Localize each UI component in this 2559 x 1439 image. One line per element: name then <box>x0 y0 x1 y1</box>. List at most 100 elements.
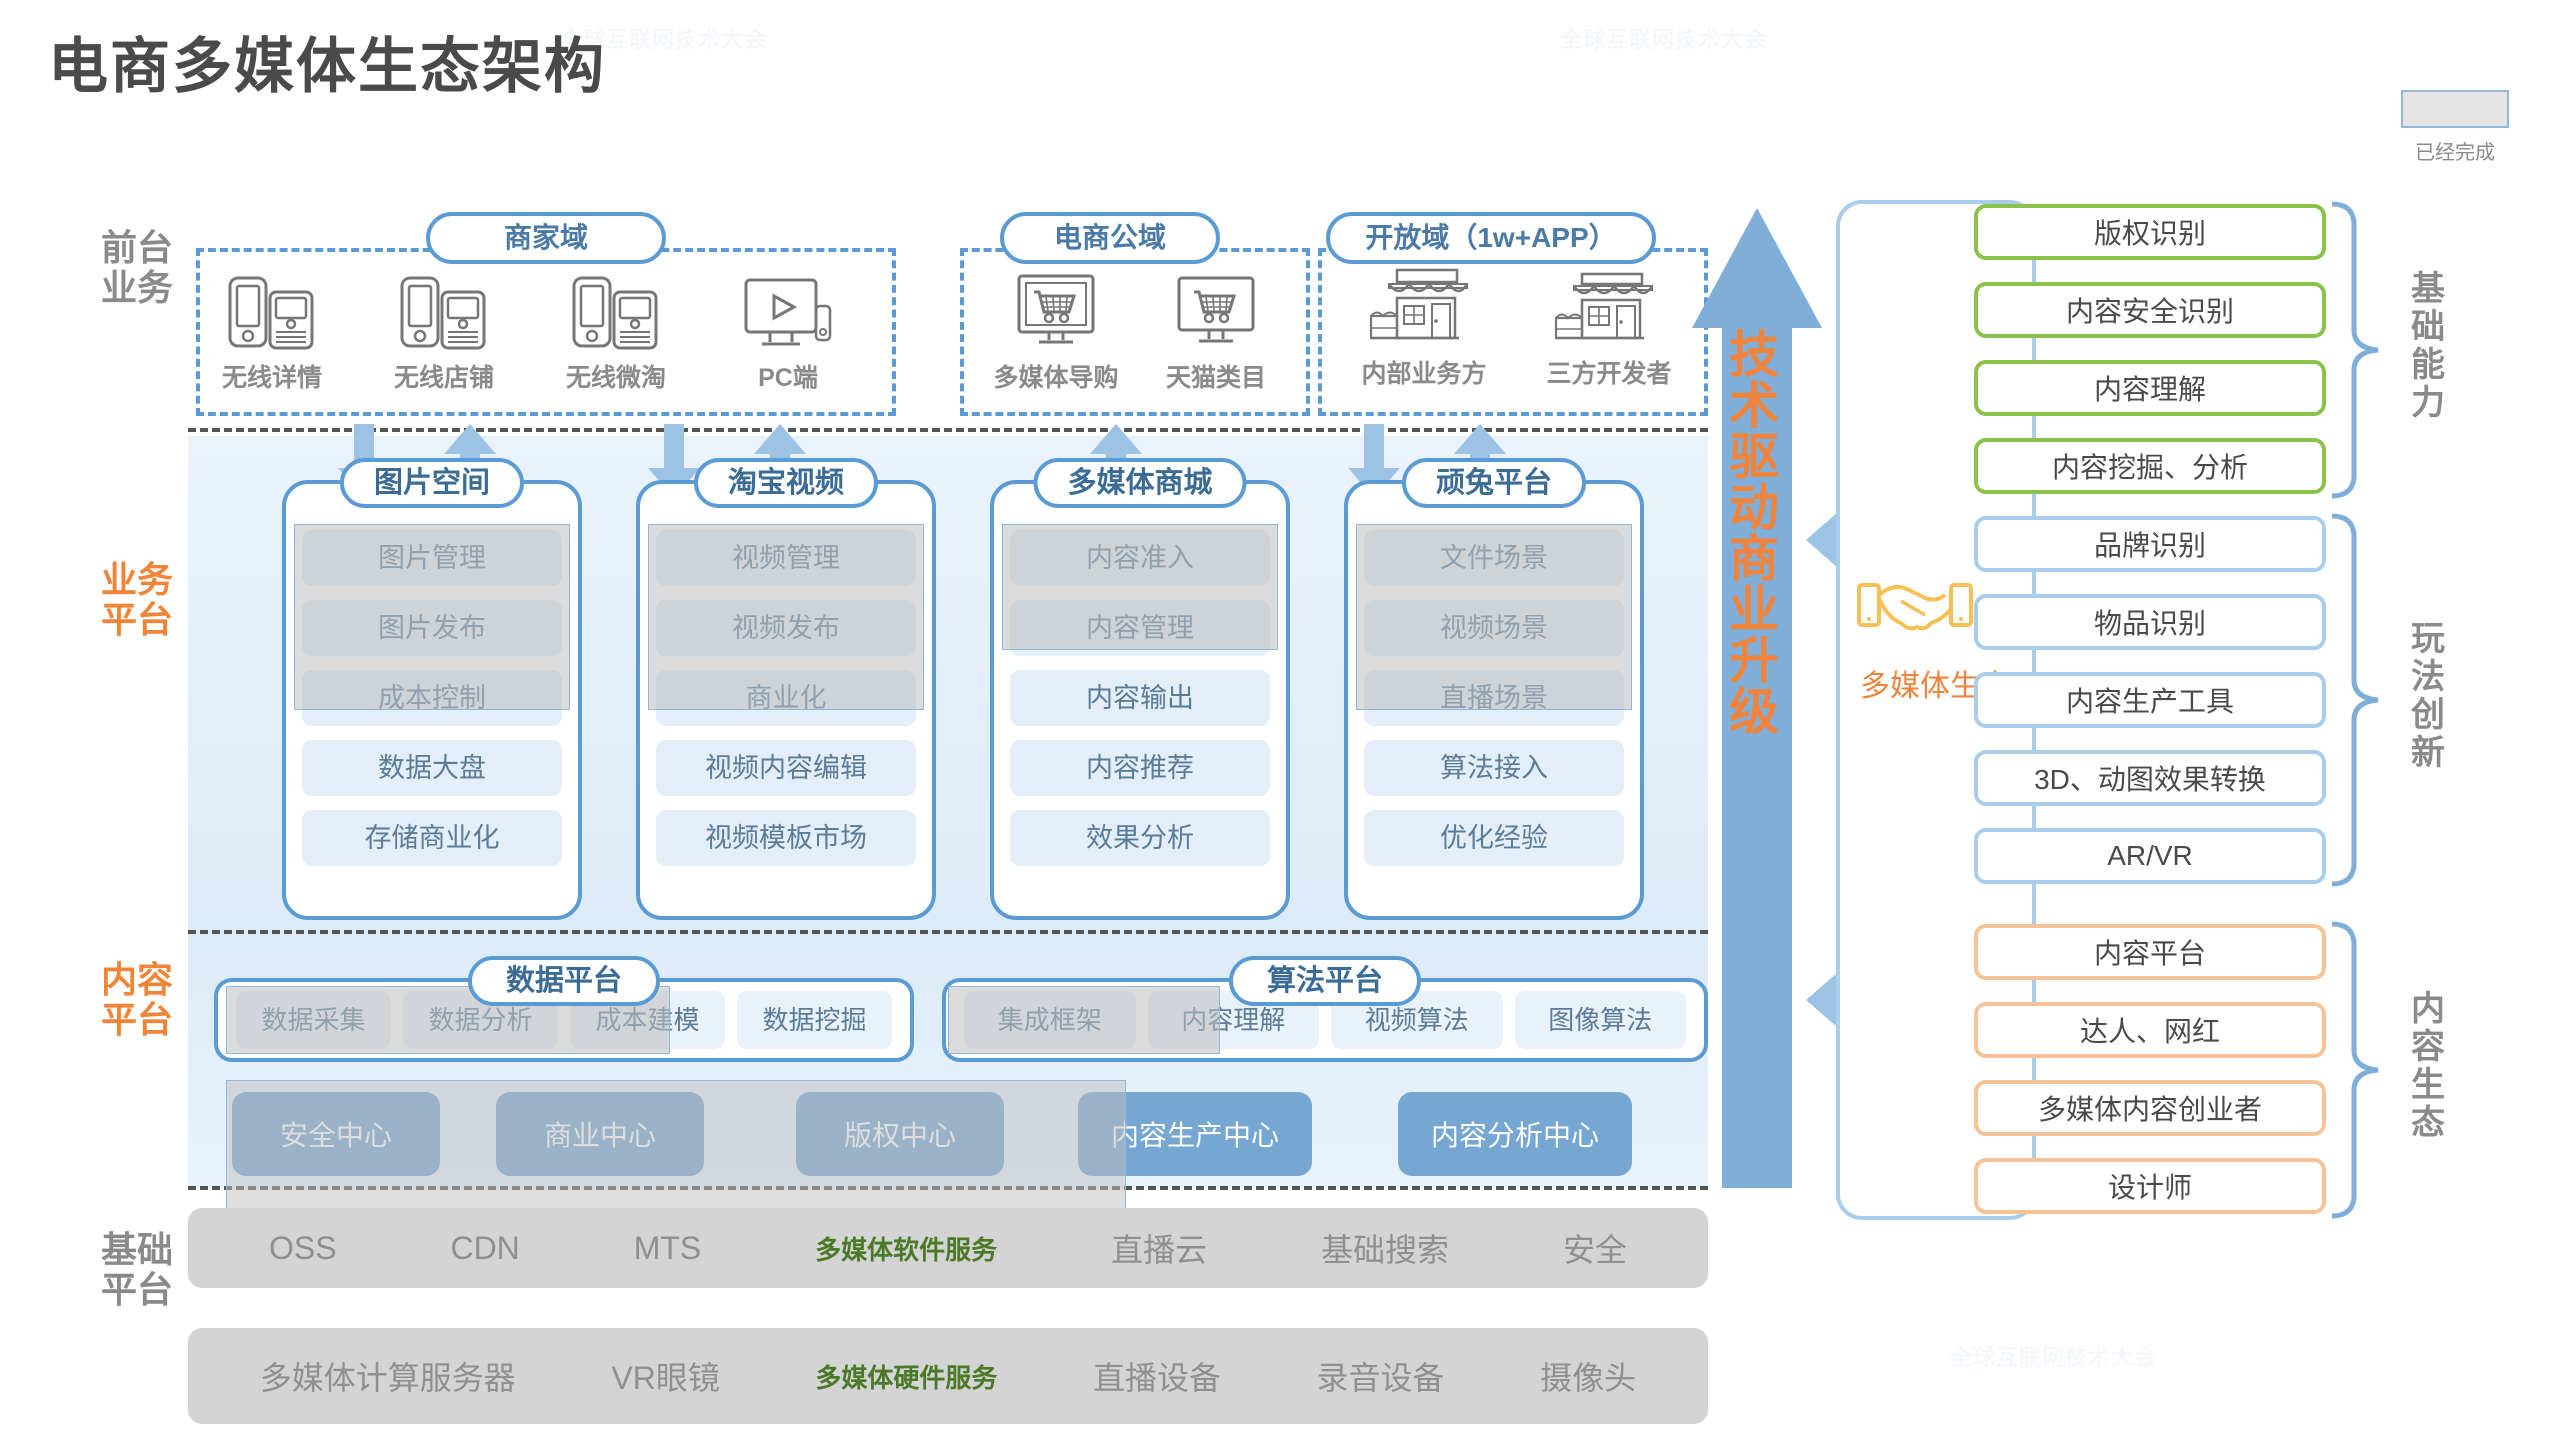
center-content-analysis[interactable]: 内容分析中心 <box>1398 1092 1632 1176</box>
domain-title-open: 开放域（1w+APP） <box>1326 212 1656 264</box>
capability-content-safety[interactable]: 内容安全识别 <box>1974 282 2326 338</box>
base-row-hardware: 多媒体计算服务器 VR眼镜 多媒体硬件服务 直播设备 录音设备 摄像头 <box>188 1328 1708 1424</box>
mobile-phones-icon <box>212 270 332 352</box>
legend: 已经完成 <box>2370 90 2540 165</box>
biz-item[interactable]: 内容推荐 <box>1010 740 1270 796</box>
page-title: 电商多媒体生态架构 <box>48 33 606 100</box>
device-internal-business[interactable]: 内部业务方 <box>1334 266 1514 390</box>
storefront-icon <box>1334 266 1514 348</box>
tier-label-business-platform: 业务平台 <box>100 559 173 641</box>
base-cell[interactable]: CDN <box>450 1229 520 1266</box>
device-label: 三方开发者 <box>1546 360 1672 388</box>
base-cell-highlight[interactable]: 多媒体软件服务 <box>815 1234 998 1265</box>
device-row-public: 多媒体导购 天猫类目 <box>976 270 1296 394</box>
completed-overlay-taobao-video <box>648 524 924 710</box>
device-label: 天猫类目 <box>1165 364 1266 392</box>
base-cell[interactable]: 安全 <box>1562 1232 1627 1268</box>
biz-item[interactable]: 数据大盘 <box>302 740 562 796</box>
base-cell[interactable]: 直播设备 <box>1092 1360 1221 1396</box>
device-row-open: 内部业务方 三方开发者 <box>1334 266 1704 390</box>
base-cell[interactable]: 多媒体计算服务器 <box>259 1360 516 1396</box>
device-multimedia-guide[interactable]: 多媒体导购 <box>976 270 1136 394</box>
biz-item[interactable]: 效果分析 <box>1010 810 1270 866</box>
capability-content-mining-analysis[interactable]: 内容挖掘、分析 <box>1974 438 2326 494</box>
biz-item[interactable]: 存储商业化 <box>302 810 562 866</box>
biz-item[interactable]: 视频内容编辑 <box>656 740 916 796</box>
completed-overlay-multimedia-mall <box>1002 524 1278 650</box>
capability-copyright-recognition[interactable]: 版权识别 <box>1974 204 2326 260</box>
watermark: 全球互联网技术大会 <box>1560 27 1768 52</box>
legend-swatch-completed <box>2401 90 2509 128</box>
capability-influencers[interactable]: 达人、网红 <box>1974 1002 2326 1058</box>
base-cell[interactable]: 录音设备 <box>1316 1360 1445 1396</box>
tech-driven-arrow <box>1692 208 1822 1188</box>
device-tmall-category[interactable]: 天猫类目 <box>1136 270 1296 394</box>
device-pc[interactable]: PC端 <box>728 270 848 394</box>
biz-item[interactable]: 视频模板市场 <box>656 810 916 866</box>
separator-business-content <box>188 930 1708 934</box>
completed-overlay-wantu-platform <box>1356 524 1632 710</box>
mobile-phones-icon <box>384 270 504 352</box>
bracket-content-ecosystem <box>2331 921 2379 1219</box>
legend-label-completed: 已经完成 <box>2415 142 2495 164</box>
biz-item[interactable]: 内容输出 <box>1010 670 1270 726</box>
tier-label-front-office: 前台业务 <box>100 227 173 309</box>
group-label-content-ecosystem: 内容生态 <box>2411 990 2445 1143</box>
platform-title: 数据平台 <box>467 956 661 1006</box>
bracket-gameplay-innovation <box>2331 513 2379 887</box>
completed-overlay-image-space <box>294 524 570 710</box>
device-label: 无线微淘 <box>565 364 666 392</box>
capability-content-platform[interactable]: 内容平台 <box>1974 924 2326 980</box>
base-cell-highlight[interactable]: 多媒体硬件服务 <box>815 1362 998 1393</box>
device-label: 无线店铺 <box>393 364 494 392</box>
shopping-cart-monitor-icon <box>1136 270 1296 352</box>
base-cell[interactable]: MTS <box>633 1229 702 1266</box>
device-wireless-shop[interactable]: 无线店铺 <box>384 270 504 394</box>
base-cell[interactable]: 摄像头 <box>1540 1360 1637 1396</box>
capability-designers[interactable]: 设计师 <box>1974 1158 2326 1214</box>
base-cell[interactable]: OSS <box>268 1229 337 1266</box>
separator-front-business <box>188 428 1708 432</box>
biz-card-title: 顽兔平台 <box>1401 458 1587 508</box>
desktop-monitor-icon <box>728 270 848 352</box>
biz-item[interactable]: 算法接入 <box>1364 740 1624 796</box>
capability-object-recognition[interactable]: 物品识别 <box>1974 594 2326 650</box>
handshake-icon <box>1855 575 1975 650</box>
bracket-basic-capability <box>2331 201 2379 499</box>
device-label: 无线详情 <box>221 364 322 392</box>
biz-card-title: 淘宝视频 <box>693 458 879 508</box>
capability-content-production-tools[interactable]: 内容生产工具 <box>1974 672 2326 728</box>
biz-card-title: 图片空间 <box>339 458 525 508</box>
mobile-phones-icon <box>556 270 676 352</box>
capability-multimedia-entrepreneurs[interactable]: 多媒体内容创业者 <box>1974 1080 2326 1136</box>
device-row-merchant: 无线详情 无线店铺 无线微淘 PC端 <box>212 270 848 394</box>
platform-chip[interactable]: 数据挖掘 <box>737 991 892 1049</box>
completed-overlay-centers <box>226 1080 1126 1212</box>
platform-title: 算法平台 <box>1228 956 1422 1006</box>
tech-arrow-label: 技术驱动商业升级 <box>1729 327 1779 740</box>
capability-content-understanding[interactable]: 内容理解 <box>1974 360 2326 416</box>
platform-chip[interactable]: 图像算法 <box>1514 991 1686 1049</box>
capability-3d-animation-effects[interactable]: 3D、动图效果转换 <box>1974 750 2326 806</box>
device-label: 多媒体导购 <box>993 364 1119 392</box>
device-wireless-detail[interactable]: 无线详情 <box>212 270 332 394</box>
base-cell[interactable]: 直播云 <box>1111 1232 1208 1268</box>
device-wireless-weitao[interactable]: 无线微淘 <box>556 270 676 394</box>
tier-label-base-platform: 基础平台 <box>100 1229 173 1311</box>
device-label: 内部业务方 <box>1361 360 1487 388</box>
biz-item[interactable]: 优化经验 <box>1364 810 1624 866</box>
capability-ar-vr[interactable]: AR/VR <box>1974 828 2326 884</box>
completed-overlay-algorithm-platform <box>948 986 1220 1054</box>
domain-title-merchant: 商家域 <box>426 212 666 264</box>
tier-label-content-platform: 内容平台 <box>100 959 173 1041</box>
domain-title-public: 电商公域 <box>1000 212 1220 264</box>
base-cell[interactable]: 基础搜索 <box>1321 1232 1450 1268</box>
capability-brand-recognition[interactable]: 品牌识别 <box>1974 516 2326 572</box>
shopping-cart-monitor-icon <box>976 270 1136 352</box>
base-cell[interactable]: VR眼镜 <box>611 1360 720 1396</box>
device-third-party-developer[interactable]: 三方开发者 <box>1514 266 1704 390</box>
group-label-basic-capability: 基础能力 <box>2411 270 2445 423</box>
base-row-software: OSS CDN MTS 多媒体软件服务 直播云 基础搜索 安全 <box>188 1208 1708 1288</box>
biz-card-title: 多媒体商城 <box>1033 458 1247 508</box>
